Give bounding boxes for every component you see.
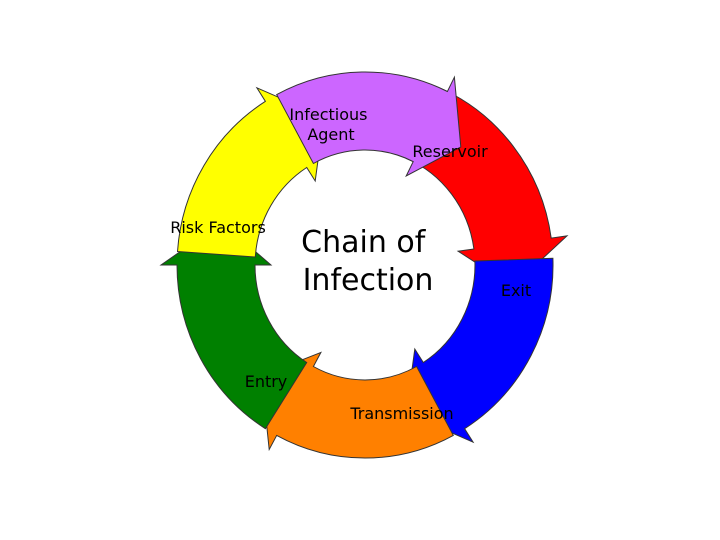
center-title-line-1: Chain of	[301, 225, 427, 260]
cycle-arrows	[159, 71, 569, 459]
exit-arrow	[405, 257, 554, 444]
exit-label: Exit	[501, 281, 531, 300]
entry-arrow	[159, 221, 308, 430]
risk-factors-label: Risk Factors	[170, 218, 266, 237]
center-title: Chain of Infection	[301, 225, 435, 298]
infectious-agent-label-line-1: Infectious	[289, 105, 367, 124]
reservoir-label: Reservoir	[412, 142, 488, 161]
transmission-label: Transmission	[349, 404, 453, 423]
infectious-agent-arrow	[276, 71, 462, 178]
entry-label: Entry	[245, 372, 288, 391]
transmission-arrow	[260, 351, 454, 459]
risk-factors-arrow	[176, 86, 325, 258]
infectious-agent-label: Infectious Agent	[289, 105, 372, 144]
infectious-agent-label-line-2: Agent	[307, 125, 354, 144]
center-title-line-2: Infection	[303, 263, 434, 298]
